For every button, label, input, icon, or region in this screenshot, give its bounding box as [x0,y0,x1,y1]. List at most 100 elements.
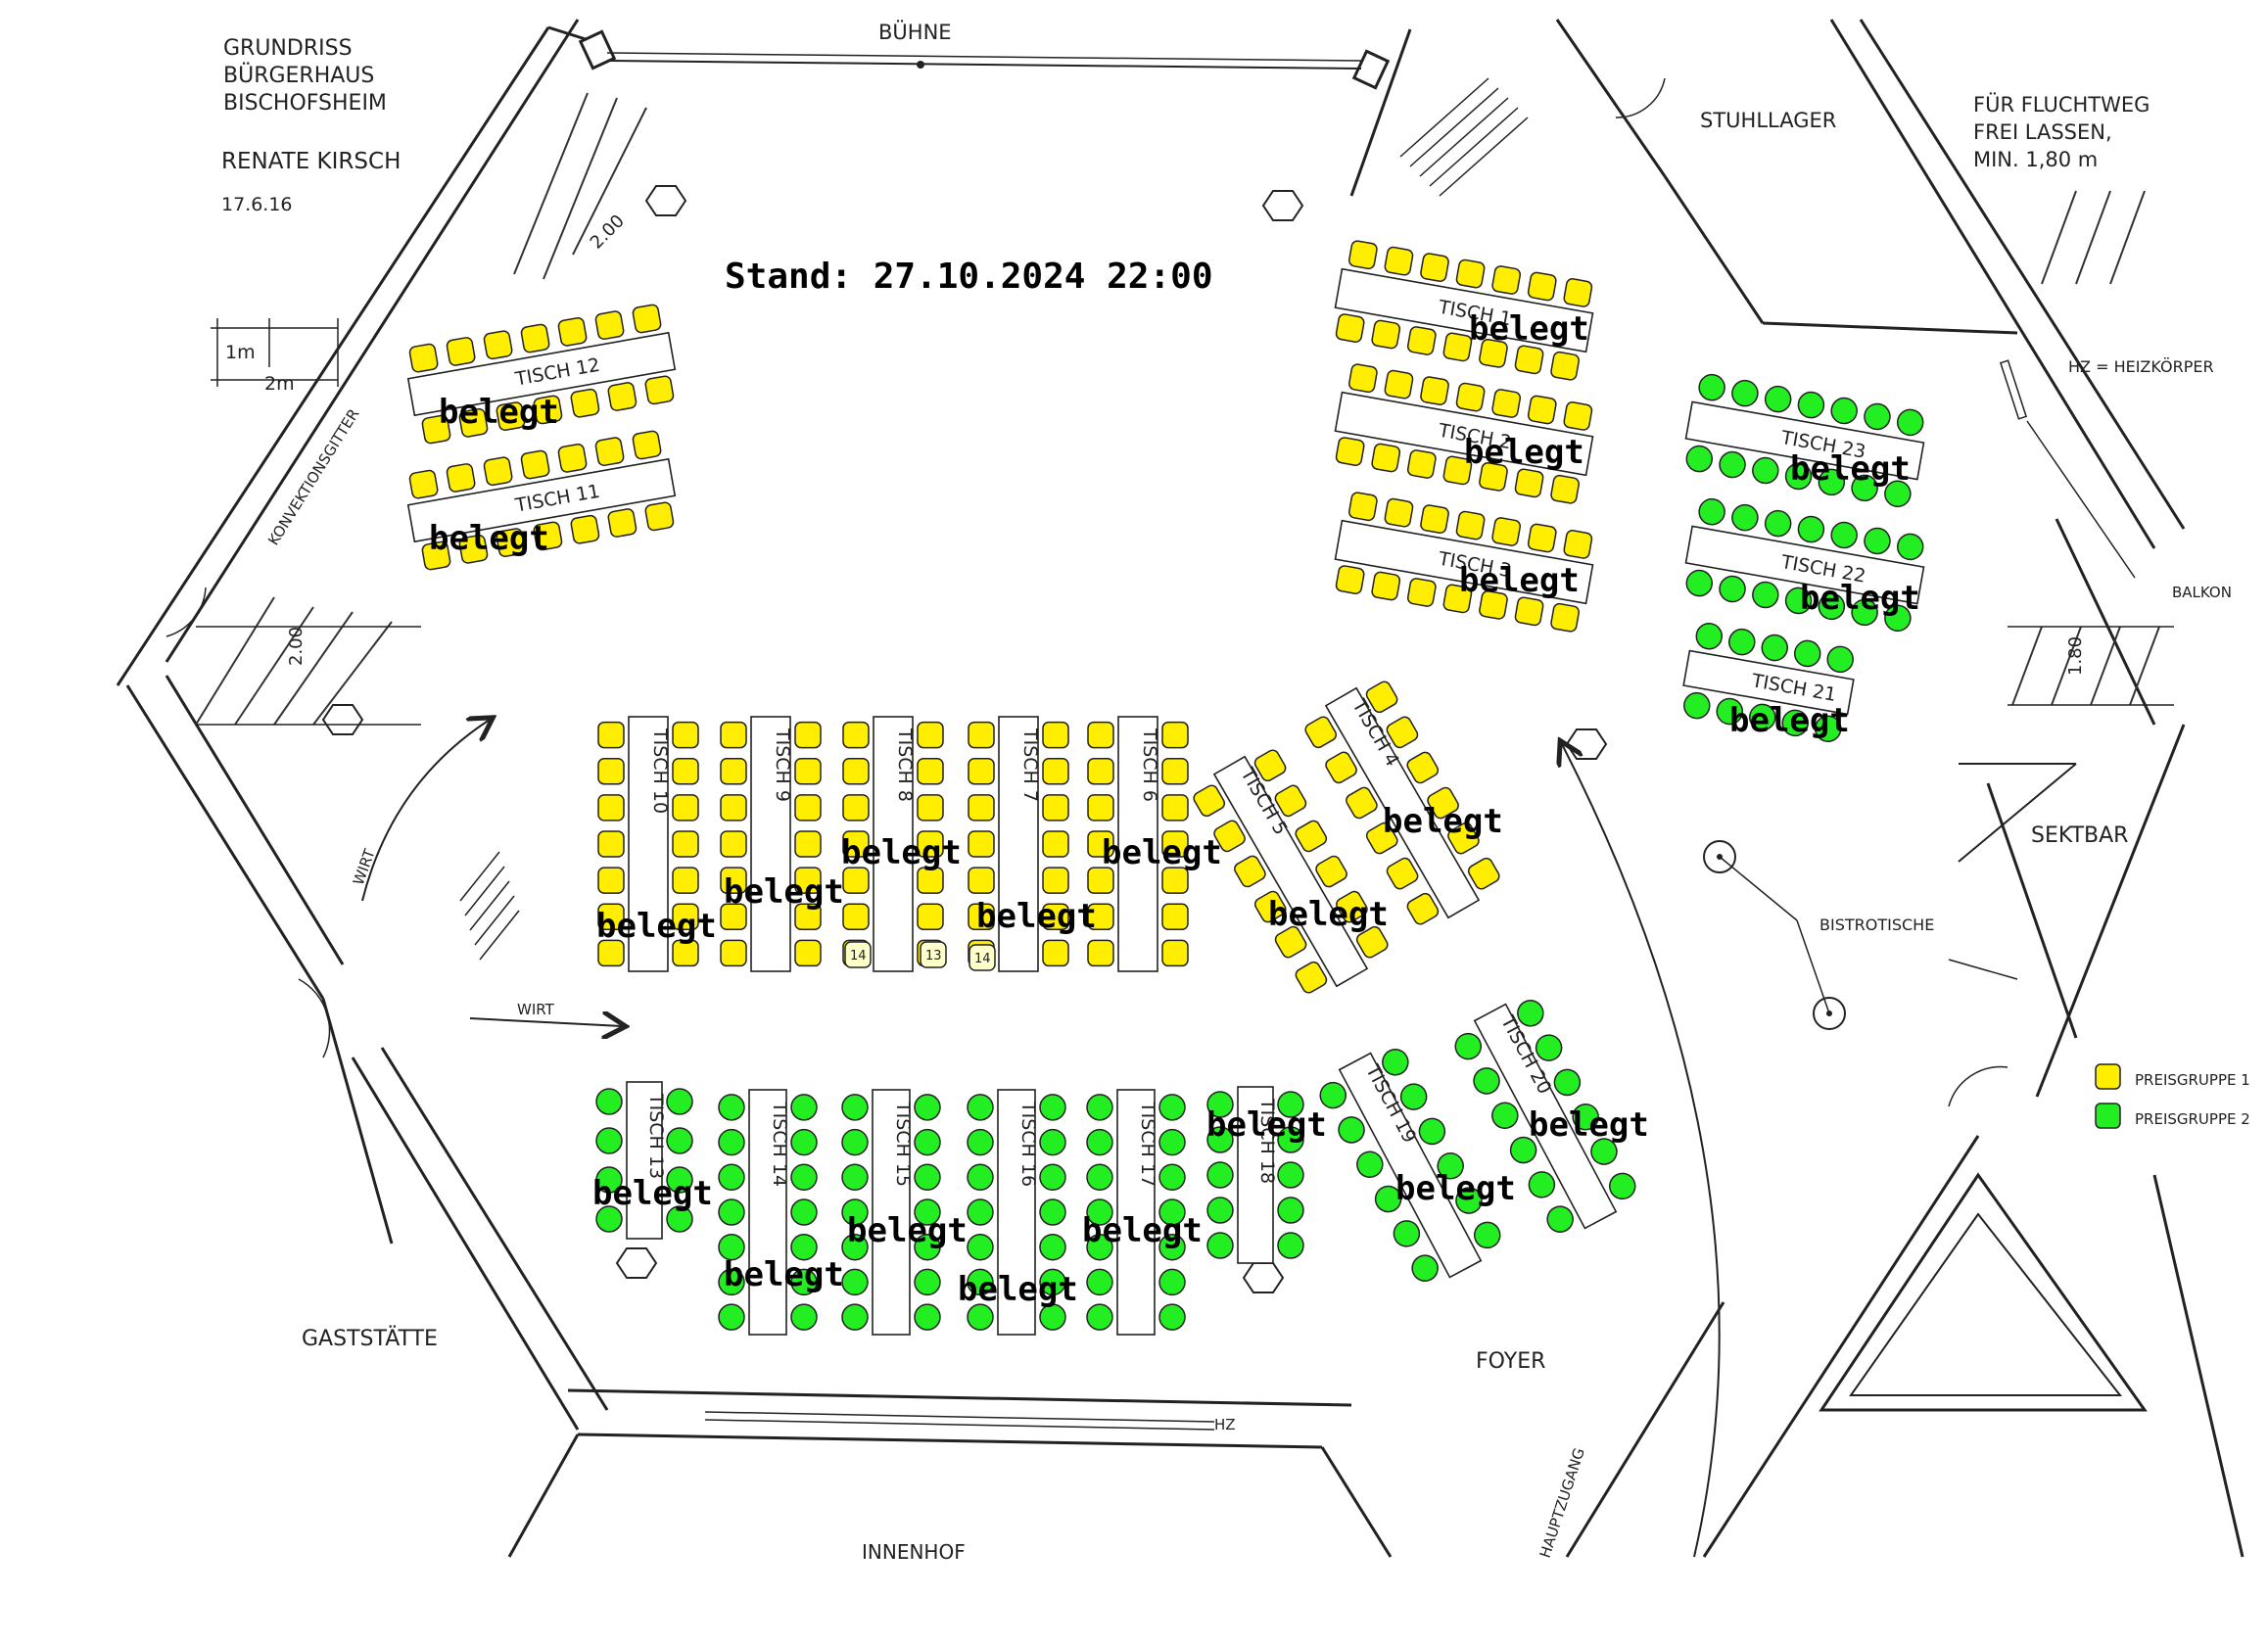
seat[interactable] [968,757,995,785]
seat[interactable] [1420,504,1449,534]
seat[interactable] [1042,939,1069,967]
seat[interactable] [1273,924,1308,960]
seat[interactable] [1087,721,1114,749]
table-tisch-21[interactable]: TISCH 21 [1678,621,1859,744]
seat[interactable] [1039,1233,1066,1261]
seat[interactable] [1748,702,1777,731]
seat[interactable] [720,757,747,785]
seat[interactable] [1086,1163,1113,1192]
seat[interactable] [607,508,638,538]
seat[interactable] [967,1128,994,1156]
seat[interactable] [1817,591,1846,621]
seat[interactable] [1455,382,1486,412]
seat[interactable] [1086,1094,1113,1121]
seat[interactable] [520,449,550,480]
seat[interactable] [1086,1198,1113,1226]
table-tisch-8[interactable]: TISCH 8 [842,716,944,972]
seat[interactable] [1324,750,1359,785]
seat[interactable] [1415,1114,1449,1149]
seat[interactable] [790,1094,818,1121]
seat[interactable] [421,414,451,445]
seat[interactable] [842,757,870,785]
seat[interactable] [595,1205,623,1233]
seat[interactable] [1751,580,1780,609]
seat[interactable] [1730,379,1760,408]
seat[interactable] [1252,889,1288,924]
seat[interactable] [718,1094,745,1121]
seat[interactable] [1442,455,1473,486]
seat[interactable] [1161,721,1189,749]
seat[interactable] [968,903,995,931]
seat[interactable] [1212,819,1248,854]
seat[interactable] [968,867,995,894]
seat[interactable] [1527,271,1557,302]
seat[interactable] [1396,1080,1431,1114]
seat[interactable] [1406,449,1437,479]
seat[interactable] [790,1268,818,1296]
seat[interactable] [1514,468,1544,498]
seat[interactable] [718,1128,745,1156]
seat[interactable] [1550,602,1580,633]
seat[interactable] [1348,240,1378,270]
seat[interactable] [841,1094,869,1121]
seat[interactable] [1727,628,1757,657]
seat[interactable] [666,1166,693,1194]
seat[interactable] [594,437,625,467]
seat[interactable] [1764,385,1793,414]
seat[interactable] [1158,1094,1186,1121]
seat[interactable] [1039,1303,1066,1331]
seat[interactable] [1470,1218,1504,1252]
seat[interactable] [1469,1063,1503,1098]
seat[interactable] [1718,574,1747,603]
seat[interactable] [1294,960,1329,995]
seat[interactable] [790,1233,818,1261]
seat[interactable] [632,430,662,460]
seat[interactable] [607,382,638,411]
seat[interactable] [1697,497,1726,527]
seat[interactable] [968,721,995,749]
seat[interactable] [1273,783,1308,819]
seat[interactable] [842,721,870,749]
seat[interactable] [672,830,699,858]
seat[interactable] [914,1233,941,1261]
seat[interactable] [1277,1126,1304,1153]
seat[interactable] [1206,1091,1234,1118]
seat[interactable] [597,939,625,967]
seat[interactable] [842,867,870,894]
seat[interactable] [1715,696,1744,726]
seat[interactable] [1829,520,1859,549]
seat[interactable] [917,903,944,931]
seat[interactable] [672,757,699,785]
table-tisch-18[interactable]: TISCH 18 [1206,1086,1304,1264]
seat[interactable] [842,830,870,858]
seat[interactable] [1364,821,1399,856]
seat[interactable] [1682,691,1712,721]
seat[interactable] [1316,1078,1350,1112]
seat[interactable] [917,867,944,894]
seat[interactable] [672,721,699,749]
seat[interactable] [644,501,675,532]
seat[interactable] [794,757,822,785]
seat[interactable] [1442,332,1473,362]
seat[interactable] [557,317,588,347]
seat[interactable] [1335,313,1365,343]
seat[interactable] [1405,750,1441,785]
seat[interactable] [790,1163,818,1192]
seat[interactable] [1405,891,1441,926]
seat[interactable] [1042,867,1069,894]
seat[interactable] [1384,369,1414,399]
seat[interactable] [914,1303,941,1331]
table-tisch-13[interactable]: TISCH 13 [595,1081,693,1240]
seat[interactable] [1352,1148,1387,1182]
seat[interactable] [917,721,944,749]
seat[interactable] [1314,854,1349,889]
table-tisch-12[interactable]: TISCH 12 [402,303,680,445]
seat[interactable] [1384,497,1414,528]
seat[interactable] [1896,532,1925,561]
seat[interactable] [666,1127,693,1154]
seat[interactable] [794,721,822,749]
seat[interactable] [1550,474,1580,504]
seat[interactable] [1277,1197,1304,1224]
seat[interactable] [597,757,625,785]
seat[interactable] [1796,391,1825,420]
